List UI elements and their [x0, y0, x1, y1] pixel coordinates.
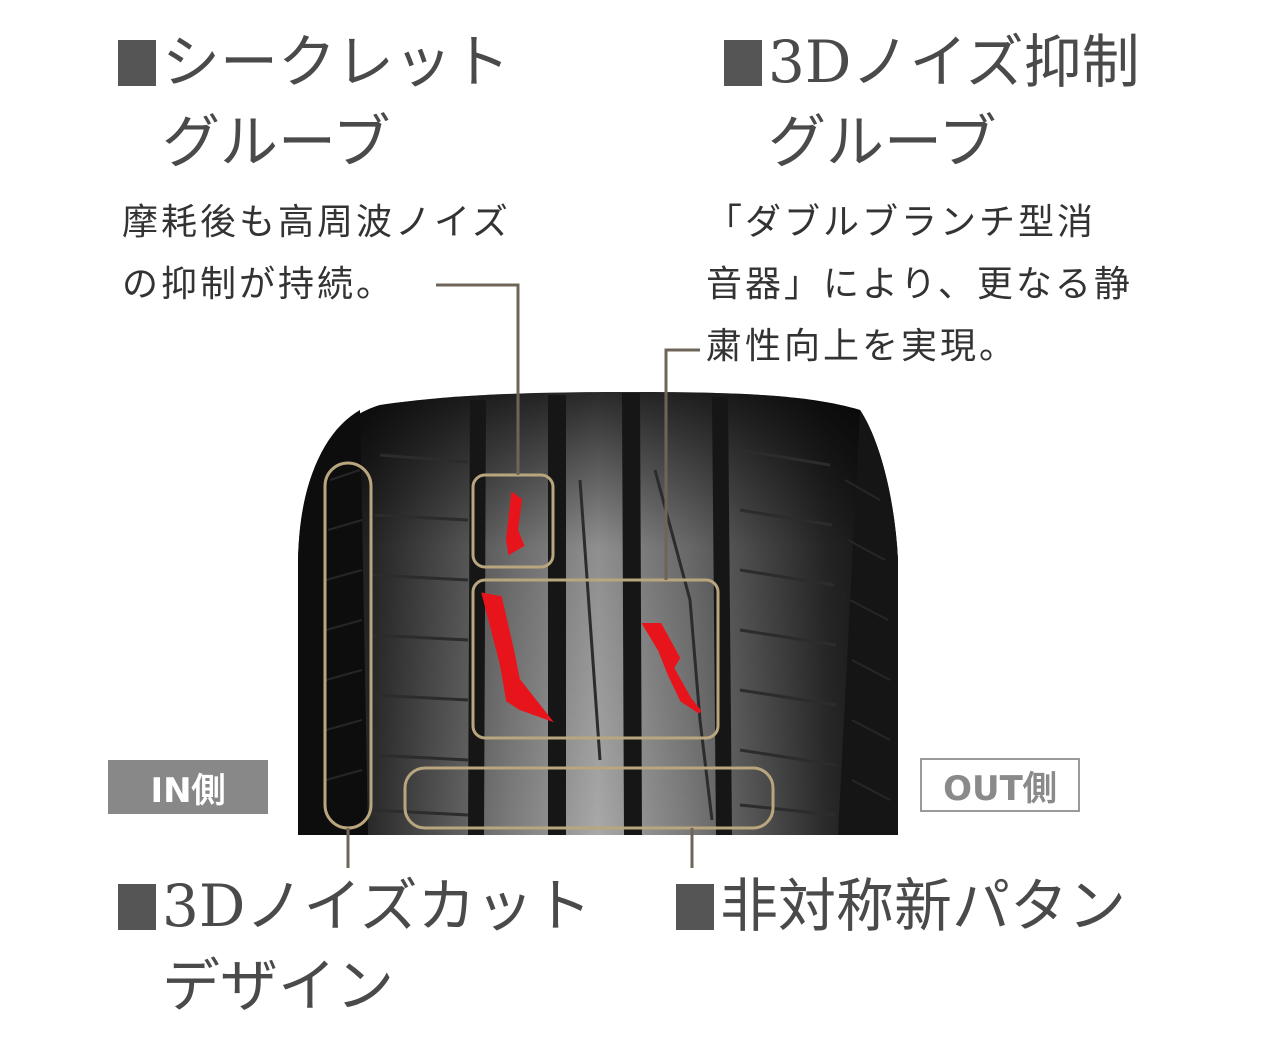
secret-groove-highlight — [505, 491, 525, 556]
leader-noise-suppression — [664, 348, 700, 580]
noise-suppression-groove-title: 3Dノイズ抑制 グルーブ — [724, 22, 1140, 182]
title-square-marker — [118, 884, 156, 930]
noise-cut-title-line2: デザイン — [162, 952, 395, 1020]
secret-groove-title: シークレット グルーブ — [118, 22, 510, 182]
noise-cut-design-title: 3Dノイズカット デザイン — [118, 866, 592, 1026]
secret-groove-desc-line1: 摩耗後も高周波ノイズ — [122, 202, 511, 243]
noise-suppression-title-line1: 3Dノイズ抑制 — [768, 28, 1140, 96]
noise-suppression-frame — [471, 578, 720, 740]
noise-groove-right-highlight — [641, 623, 702, 714]
leader-secret-groove — [436, 283, 520, 475]
noise-suppression-desc: 「ダブルブランチ型消 音器」により、更なる静 粛性向上を実現。 — [706, 192, 1133, 378]
secret-groove-desc-line2: の抑制が持続。 — [122, 264, 396, 305]
tire-shoulder-right — [838, 410, 898, 835]
secret-groove-title-line2: グルーブ — [162, 108, 391, 176]
title-square-marker — [724, 40, 762, 86]
secret-groove-frame — [471, 473, 555, 569]
noise-suppression-title-line2: グルーブ — [768, 108, 997, 176]
noise-suppression-desc-line1: 「ダブルブランチ型消 — [706, 202, 1097, 243]
noise-cut-title-line1: 3Dノイズカット — [162, 872, 592, 940]
leader-lines — [346, 283, 700, 868]
red-groove-highlights — [481, 491, 702, 723]
asymmetric-pattern-title-line1: 非対称新パタン — [720, 872, 1127, 940]
secret-groove-desc: 摩耗後も高周波ノイズ の抑制が持続。 — [122, 192, 511, 316]
secret-groove-title-line1: シークレット — [162, 28, 511, 96]
asymmetric-pattern-frame — [403, 766, 775, 830]
asymmetric-pattern-title: 非対称新パタン — [676, 866, 1126, 946]
noise-suppression-desc-line2: 音器」により、更なる静 — [706, 264, 1133, 305]
title-square-marker — [118, 40, 156, 86]
in-side-label: IN側 — [108, 760, 268, 814]
noise-groove-left-highlight — [481, 592, 554, 723]
shoulder-texture — [325, 469, 891, 801]
noise-suppression-desc-line3: 粛性向上を実現。 — [706, 326, 1019, 367]
title-square-marker — [676, 884, 714, 930]
out-side-label: OUT側 — [920, 758, 1080, 812]
tread-sipes — [371, 448, 837, 821]
tire-shoulder-left — [298, 410, 368, 835]
